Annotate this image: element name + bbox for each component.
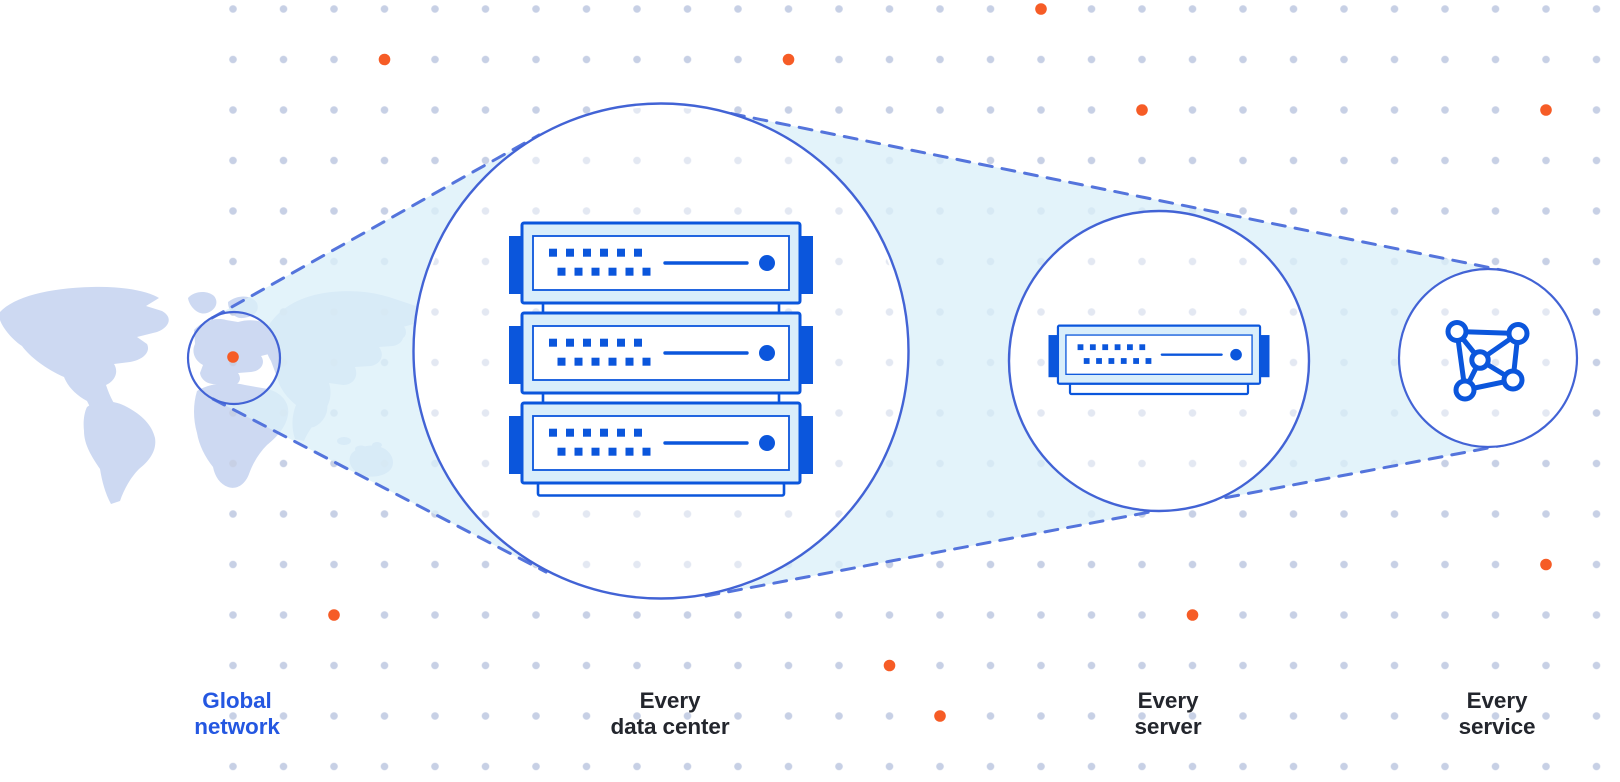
orange-dot bbox=[934, 710, 946, 722]
zoom-guide-dash-left-bottom bbox=[211, 397, 548, 574]
orange-dot bbox=[378, 53, 391, 66]
orange-dot bbox=[1186, 609, 1199, 621]
zoom-guide-dash-left-top bbox=[210, 133, 541, 320]
orange-dot bbox=[1540, 558, 1552, 571]
zoom-guide-dash-right-bottom bbox=[704, 443, 1506, 598]
server-unit-3 bbox=[507, 401, 815, 485]
zoom-guide-dash-right-top bbox=[707, 107, 1508, 273]
label-line: Every bbox=[1466, 688, 1528, 713]
server-unit-1 bbox=[507, 221, 815, 305]
mesh-node bbox=[1453, 378, 1477, 402]
server-rack-icon bbox=[507, 221, 815, 497]
label-every-data-center: Every data center bbox=[611, 688, 730, 739]
label-line: Every bbox=[1137, 688, 1199, 713]
mesh-node bbox=[1445, 320, 1469, 343]
label-line: Global bbox=[202, 688, 272, 713]
mesh-node bbox=[1501, 368, 1525, 392]
label-line: Every bbox=[639, 688, 701, 713]
server-base bbox=[1068, 382, 1250, 396]
orange-dot bbox=[883, 659, 896, 672]
orange-dot bbox=[782, 53, 795, 66]
label-line: server bbox=[1134, 713, 1202, 739]
rack-base bbox=[536, 481, 786, 497]
orange-dot bbox=[1540, 104, 1552, 116]
label-line: network bbox=[194, 713, 280, 739]
label-global-network: Global network bbox=[194, 688, 280, 739]
label-every-server: Every server bbox=[1135, 688, 1202, 739]
orange-dot bbox=[227, 351, 239, 363]
map-continent-south-america bbox=[83, 401, 156, 504]
mesh-node bbox=[1506, 322, 1530, 345]
label-line: service bbox=[1458, 713, 1536, 739]
circle-global-network bbox=[186, 310, 282, 406]
label-every-service: Every service bbox=[1459, 688, 1536, 739]
mesh-node-center bbox=[1469, 349, 1491, 371]
map-continent-north-america bbox=[0, 286, 169, 427]
orange-dot bbox=[328, 609, 340, 621]
network-mesh-icon bbox=[1445, 320, 1530, 402]
orange-accent-dots bbox=[227, 3, 1552, 722]
orange-dot bbox=[1136, 104, 1148, 116]
label-line: data center bbox=[610, 713, 730, 739]
orange-dot bbox=[1035, 3, 1047, 15]
server-icon bbox=[1047, 324, 1271, 396]
server-unit-2 bbox=[507, 311, 815, 395]
